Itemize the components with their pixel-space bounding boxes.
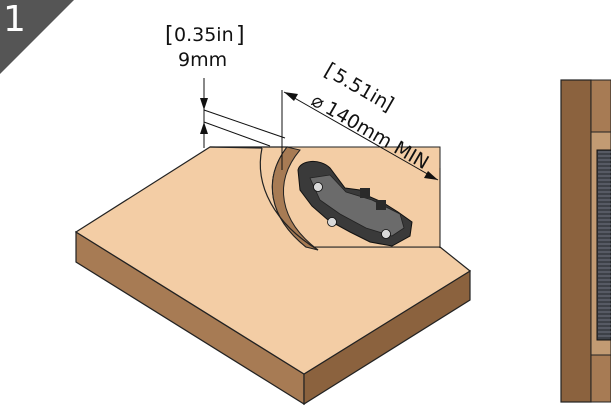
mounting-plate-ridge xyxy=(309,174,405,237)
mounting-plate xyxy=(297,161,413,247)
depth-metric-label: 9mm xyxy=(178,49,227,71)
step-badge-triangle xyxy=(0,0,74,74)
recess-inner-arc xyxy=(259,147,319,251)
plate-notch xyxy=(376,200,386,210)
section-board-bottom xyxy=(590,354,611,403)
wood-board xyxy=(74,146,472,406)
section-board-left xyxy=(560,79,592,403)
depth-dimension: [ ] 0.35in 9mm xyxy=(165,23,286,148)
bracket-right: ] xyxy=(236,23,245,48)
depth-arrow-up xyxy=(200,122,208,134)
screw-hole-icon xyxy=(327,217,337,227)
diameter-arrow-right xyxy=(424,171,438,180)
bracket-left: [ xyxy=(165,23,174,48)
depth-imperial-label: 0.35in xyxy=(174,24,234,46)
step-badge: 1 xyxy=(0,0,74,74)
diameter-arrow-left xyxy=(284,92,298,101)
side-section-view xyxy=(560,79,611,403)
screw-hole-icon xyxy=(381,229,391,239)
section-board-top xyxy=(590,79,611,133)
screw-hole-icon xyxy=(313,182,323,192)
section-plate-teeth xyxy=(598,151,611,337)
step-number: 1 xyxy=(3,0,26,40)
depth-arrow-down xyxy=(200,98,208,110)
plate-notch xyxy=(360,188,370,198)
